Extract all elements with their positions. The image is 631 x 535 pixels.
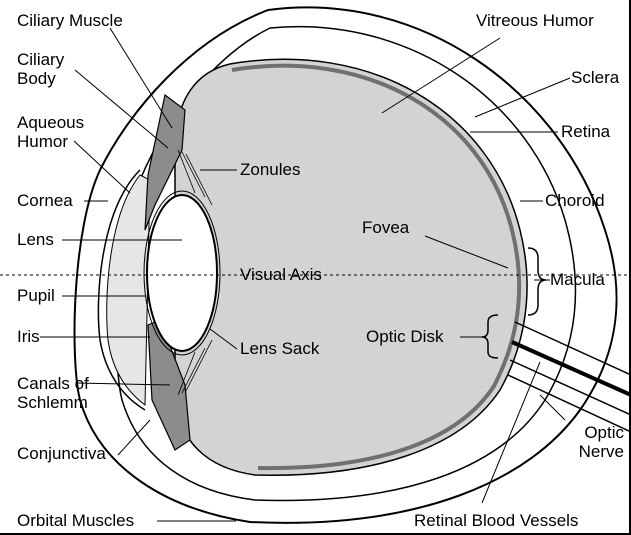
label-zonules: Zonules <box>240 160 300 179</box>
label-canals-2: Schlemm <box>17 393 88 412</box>
label-iris: Iris <box>17 327 40 346</box>
label-orbital-muscles: Orbital Muscles <box>17 511 134 530</box>
label-retina: Retina <box>561 122 610 141</box>
label-aqueous-humor-1: Aqueous <box>17 113 84 132</box>
label-choroid: Choroid <box>545 191 605 210</box>
label-lens-sack: Lens Sack <box>240 339 319 358</box>
label-sclera: Sclera <box>571 68 619 87</box>
label-visual-axis: Visual Axis <box>240 265 322 284</box>
label-macula: Macula <box>550 270 605 289</box>
label-optic-nerve-2: Nerve <box>560 442 624 461</box>
label-pupil: Pupil <box>17 286 55 305</box>
label-canals-1: Canals of <box>17 374 89 393</box>
label-fovea: Fovea <box>362 218 409 237</box>
label-aqueous-humor-2: Humor <box>17 132 68 151</box>
label-optic-nerve-1: Optic <box>560 423 624 442</box>
label-retinal-blood-vessels: Retinal Blood Vessels <box>414 511 578 530</box>
label-cornea: Cornea <box>17 191 73 210</box>
label-optic-disk: Optic Disk <box>366 327 443 346</box>
label-vitreous-humor: Vitreous Humor <box>476 11 594 30</box>
label-lens: Lens <box>17 230 54 249</box>
label-ciliary-body-2: Body <box>17 69 56 88</box>
label-ciliary-muscle: Ciliary Muscle <box>17 11 123 30</box>
label-conjunctiva: Conjunctiva <box>17 444 106 463</box>
lens <box>147 195 217 351</box>
label-ciliary-body-1: Ciliary <box>17 50 64 69</box>
